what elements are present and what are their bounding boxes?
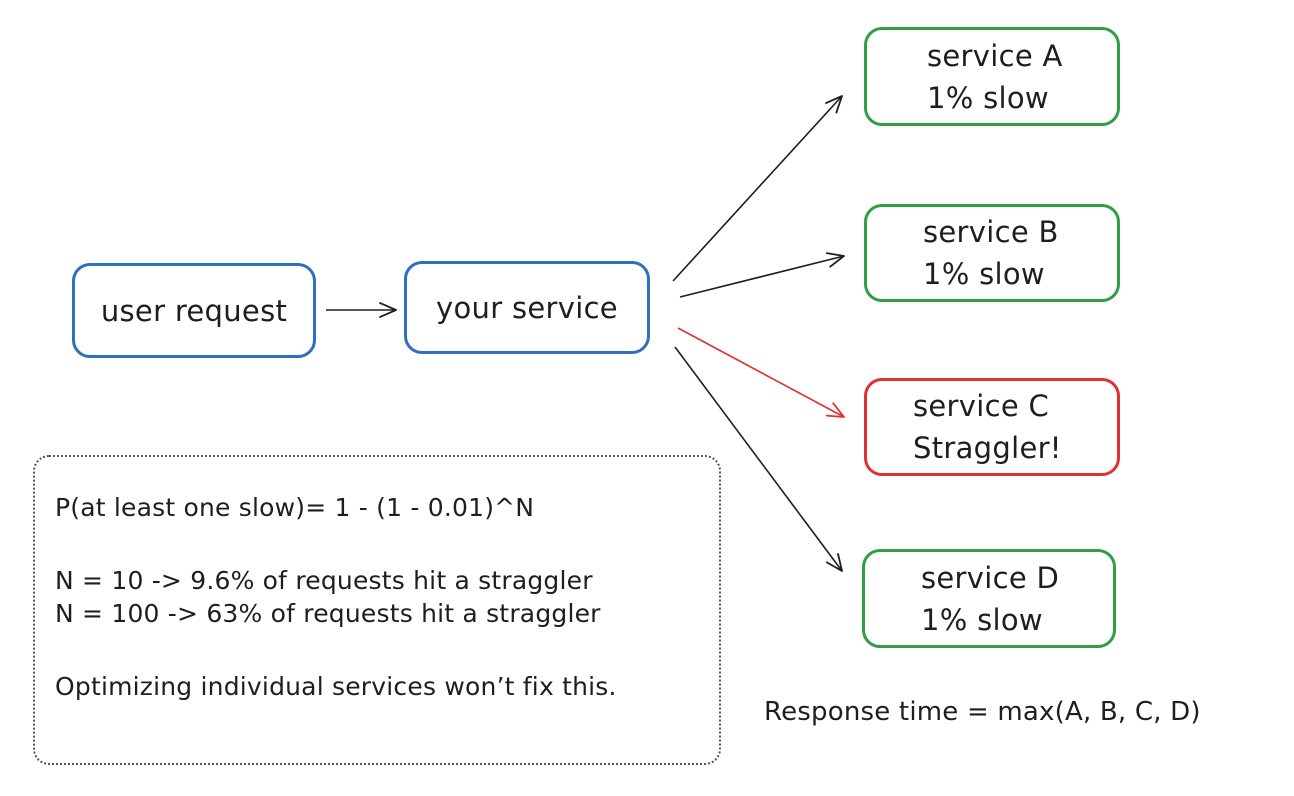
example-n-100: N = 100 -> 63% of requests hit a straggl…: [55, 599, 601, 628]
service-b-status: 1% slow: [923, 257, 1045, 291]
service-d-box: service D 1% slow: [862, 549, 1116, 648]
service-a-box: service A 1% slow: [864, 27, 1120, 126]
your-service-box: your service: [404, 261, 650, 354]
example-n-10: N = 10 -> 9.6% of requests hit a straggl…: [55, 566, 593, 595]
service-d-name: service D: [921, 560, 1060, 595]
conclusion-text: Optimizing individual services won’t fix…: [55, 672, 617, 701]
arrow-to-service-b: [679, 252, 845, 298]
service-b-box: service B 1% slow: [864, 204, 1120, 302]
service-d-status: 1% slow: [921, 602, 1043, 637]
probability-formula: P(at least one slow)= 1 - (1 - 0.01)^N: [55, 493, 535, 522]
arrow-to-service-a: [672, 95, 843, 282]
response-time-formula: Response time = max(A, B, C, D): [764, 697, 1201, 727]
user-request-label: user request: [100, 293, 288, 328]
service-b-name: service B: [923, 215, 1059, 249]
probability-note-box: P(at least one slow)= 1 - (1 - 0.01)^N N…: [33, 455, 721, 765]
service-a-name: service A: [927, 38, 1063, 73]
your-service-label: your service: [436, 290, 618, 325]
user-request-box: user request: [72, 263, 316, 358]
service-c-status: Straggler!: [913, 431, 1062, 465]
service-c-box: service C Straggler!: [864, 378, 1120, 476]
service-a-status: 1% slow: [927, 80, 1049, 115]
arrow-to-service-d: [674, 346, 843, 572]
service-c-name: service C: [913, 389, 1050, 423]
arrow-to-service-c: [677, 327, 845, 418]
